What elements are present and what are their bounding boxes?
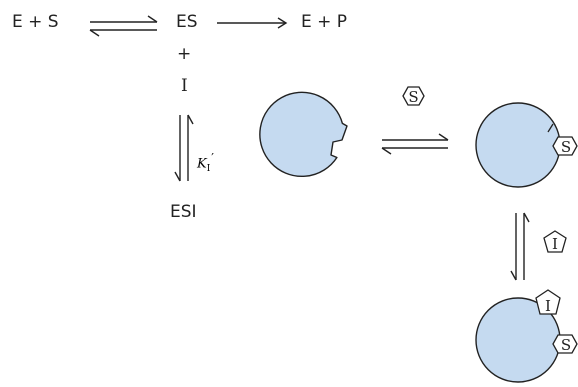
inhibitor-free: I bbox=[543, 230, 567, 253]
forward-arrow-catalysis bbox=[217, 17, 288, 29]
ki-symbol: K bbox=[197, 156, 207, 172]
equilibrium-arrow-inhibitor-binding bbox=[510, 212, 530, 281]
inhibitor-i: I bbox=[181, 76, 188, 96]
equilibrium-arrow-inhibitor bbox=[174, 114, 194, 182]
inhibitor-label-1: I bbox=[552, 235, 558, 253]
substrate-label-3: S bbox=[561, 336, 571, 354]
ki-subscript: I bbox=[206, 163, 211, 174]
substrate-label-1: S bbox=[408, 88, 418, 106]
products-e-plus-p: E + P bbox=[301, 12, 348, 32]
substrate-label-2: S bbox=[561, 138, 571, 156]
enzyme-substrate-complex: S bbox=[475, 102, 578, 188]
enzyme-substrate-inhibitor-complex: I S bbox=[475, 289, 578, 383]
complex-es: ES bbox=[176, 12, 198, 32]
inhibitor-label-2: I bbox=[545, 297, 551, 315]
reactants-e-plus-s: E + S bbox=[12, 12, 59, 32]
ki-prime-label: KI′ bbox=[197, 151, 214, 174]
enzyme-free bbox=[259, 91, 348, 178]
substrate-free: S bbox=[402, 86, 425, 106]
equilibrium-arrow-substrate-binding bbox=[381, 133, 449, 155]
complex-esi: ESI bbox=[170, 202, 197, 222]
ki-prime: ′ bbox=[211, 151, 215, 165]
equilibrium-arrow-es bbox=[89, 15, 158, 37]
plus-sign: + bbox=[177, 44, 192, 64]
